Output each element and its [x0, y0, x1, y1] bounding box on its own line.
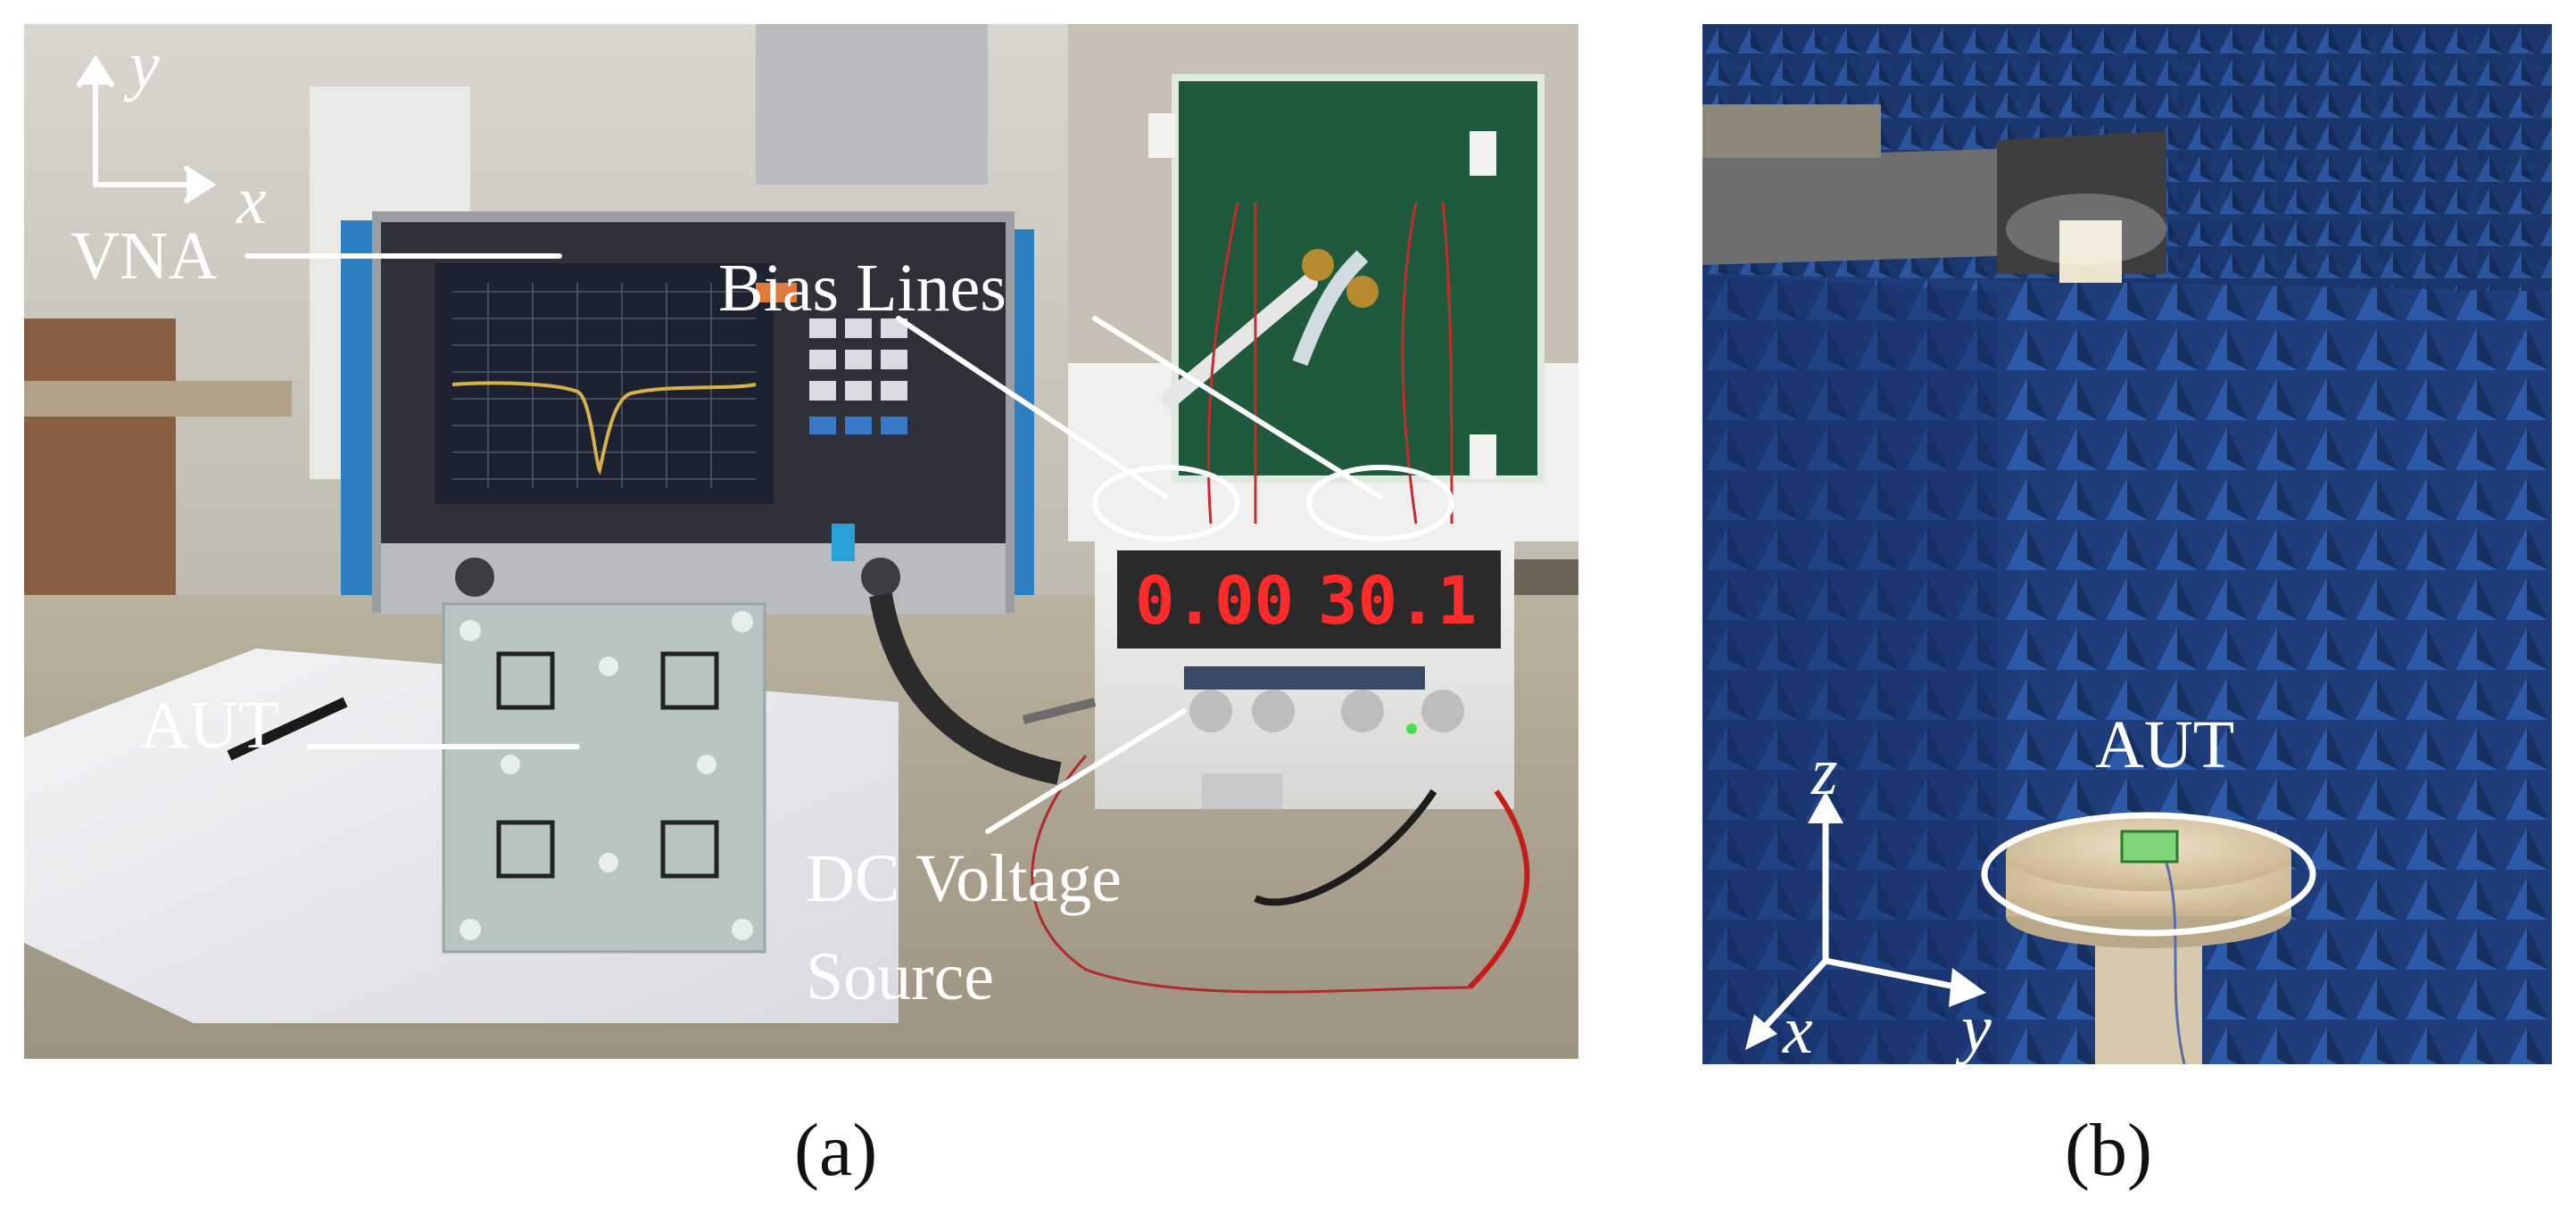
- panel-b-photo: z x y AUT: [1702, 24, 2552, 1064]
- axis-label-x: x: [236, 163, 267, 238]
- label-dc-source-line2: Source: [806, 939, 995, 1014]
- panel-a-photo: 0.00 30.1 y x VNA Bias Lines AUT DC Volt…: [24, 24, 1578, 1059]
- label-bias-lines: Bias Lines: [718, 251, 1006, 326]
- axis-label-y: y: [129, 28, 160, 103]
- psu-voltage-readout: 30.1: [1318, 563, 1477, 640]
- axis-label-y-b: y: [1961, 991, 1992, 1064]
- label-vna: VNA: [70, 219, 218, 293]
- caption-a: (a): [794, 1109, 878, 1192]
- label-aut: AUT: [140, 688, 280, 763]
- caption-b: (b): [2065, 1109, 2152, 1192]
- axis-label-z: z: [1811, 734, 1838, 809]
- lab-setup-photo: 0.00 30.1: [24, 24, 1578, 1059]
- anechoic-chamber-photo: [1702, 24, 2552, 1064]
- label-dc-source-line1: DC Voltage: [806, 841, 1122, 916]
- axis-label-x-b: x: [1783, 993, 1813, 1064]
- psu-current-readout: 0.00: [1135, 563, 1294, 640]
- label-aut-b: AUT: [2095, 707, 2235, 782]
